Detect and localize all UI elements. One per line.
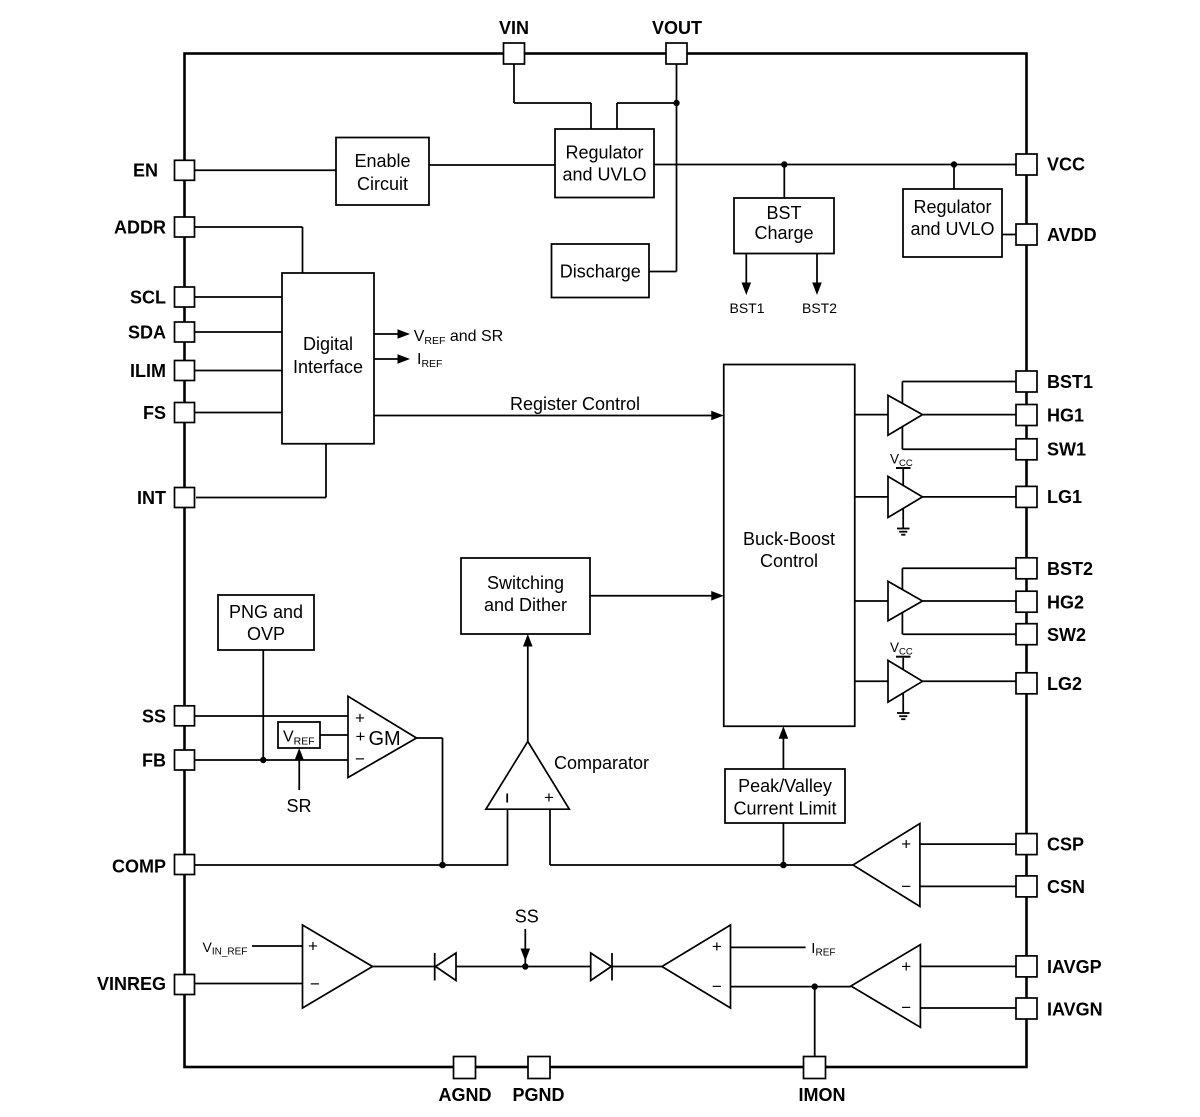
svg-text:SW2: SW2 bbox=[1047, 625, 1086, 645]
svg-text:PNG and: PNG and bbox=[229, 602, 303, 622]
svg-text:and Dither: and Dither bbox=[484, 595, 567, 615]
svg-text:−: − bbox=[310, 975, 320, 994]
svg-text:VOUT: VOUT bbox=[652, 18, 702, 38]
svg-text:FB: FB bbox=[142, 751, 166, 771]
svg-text:AVDD: AVDD bbox=[1047, 225, 1097, 245]
svg-text:Switching: Switching bbox=[487, 573, 564, 593]
svg-text:VIN: VIN bbox=[499, 18, 529, 38]
svg-text:LG2: LG2 bbox=[1047, 674, 1082, 694]
svg-text:OVP: OVP bbox=[247, 624, 285, 644]
svg-text:CSN: CSN bbox=[1047, 877, 1085, 897]
svg-text:BST1: BST1 bbox=[1047, 372, 1093, 392]
svg-text:SCL: SCL bbox=[130, 288, 166, 308]
svg-text:+: + bbox=[308, 937, 318, 956]
svg-text:+: + bbox=[901, 957, 911, 976]
svg-text:VCC: VCC bbox=[1047, 155, 1085, 175]
svg-text:Circuit: Circuit bbox=[357, 174, 408, 194]
svg-text:and UVLO: and UVLO bbox=[910, 219, 994, 239]
svg-text:PGND: PGND bbox=[512, 1085, 564, 1105]
svg-text:Enable: Enable bbox=[354, 151, 410, 171]
svg-text:+: + bbox=[355, 709, 365, 728]
svg-text:+: + bbox=[712, 937, 722, 956]
svg-text:Control: Control bbox=[760, 551, 818, 571]
svg-text:BST2: BST2 bbox=[802, 300, 837, 316]
svg-text:SDA: SDA bbox=[128, 323, 166, 343]
svg-text:−: − bbox=[712, 977, 722, 996]
svg-text:+: + bbox=[544, 788, 554, 807]
svg-text:IAVGP: IAVGP bbox=[1047, 957, 1102, 977]
svg-text:Discharge: Discharge bbox=[560, 262, 641, 282]
svg-text:Current Limit: Current Limit bbox=[733, 799, 836, 819]
svg-text:HG1: HG1 bbox=[1047, 406, 1084, 426]
svg-text:SW1: SW1 bbox=[1047, 440, 1086, 460]
svg-text:FS: FS bbox=[143, 403, 166, 423]
svg-text:Buck-Boost: Buck-Boost bbox=[743, 529, 835, 549]
svg-text:and UVLO: and UVLO bbox=[562, 165, 646, 185]
svg-text:LG1: LG1 bbox=[1047, 487, 1082, 507]
svg-text:AGND: AGND bbox=[439, 1085, 492, 1105]
svg-text:EN: EN bbox=[133, 161, 158, 181]
svg-text:−: − bbox=[901, 877, 911, 896]
svg-text:ADDR: ADDR bbox=[114, 218, 166, 238]
svg-text:−: − bbox=[901, 998, 911, 1017]
svg-text:IAVGN: IAVGN bbox=[1047, 1000, 1103, 1020]
svg-text:+: + bbox=[901, 835, 911, 854]
svg-text:Interface: Interface bbox=[293, 357, 363, 377]
svg-text:COMP: COMP bbox=[112, 857, 166, 877]
svg-text:SS: SS bbox=[515, 907, 539, 927]
svg-text:IMON: IMON bbox=[799, 1085, 846, 1105]
svg-text:Regulator: Regulator bbox=[913, 197, 991, 217]
svg-text:SS: SS bbox=[142, 707, 166, 727]
svg-text:Register Control: Register Control bbox=[510, 394, 640, 414]
svg-text:CSP: CSP bbox=[1047, 835, 1084, 855]
svg-text:INT: INT bbox=[137, 488, 166, 508]
svg-text:HG2: HG2 bbox=[1047, 593, 1084, 613]
svg-text:SR: SR bbox=[286, 796, 311, 816]
svg-text:BST: BST bbox=[766, 203, 801, 223]
svg-text:Digital: Digital bbox=[303, 334, 353, 354]
svg-text:Charge: Charge bbox=[754, 223, 813, 243]
svg-text:BST2: BST2 bbox=[1047, 559, 1093, 579]
svg-text:BST1: BST1 bbox=[730, 300, 765, 316]
svg-text:Comparator: Comparator bbox=[554, 753, 649, 773]
svg-text:GM: GM bbox=[369, 728, 401, 750]
svg-text:Regulator: Regulator bbox=[565, 143, 643, 163]
svg-text:+: + bbox=[356, 727, 366, 746]
svg-text:ILIM: ILIM bbox=[130, 361, 166, 381]
svg-text:VINREG: VINREG bbox=[97, 974, 166, 994]
svg-text:Peak/Valley: Peak/Valley bbox=[738, 776, 832, 796]
svg-text:−: − bbox=[355, 750, 365, 769]
